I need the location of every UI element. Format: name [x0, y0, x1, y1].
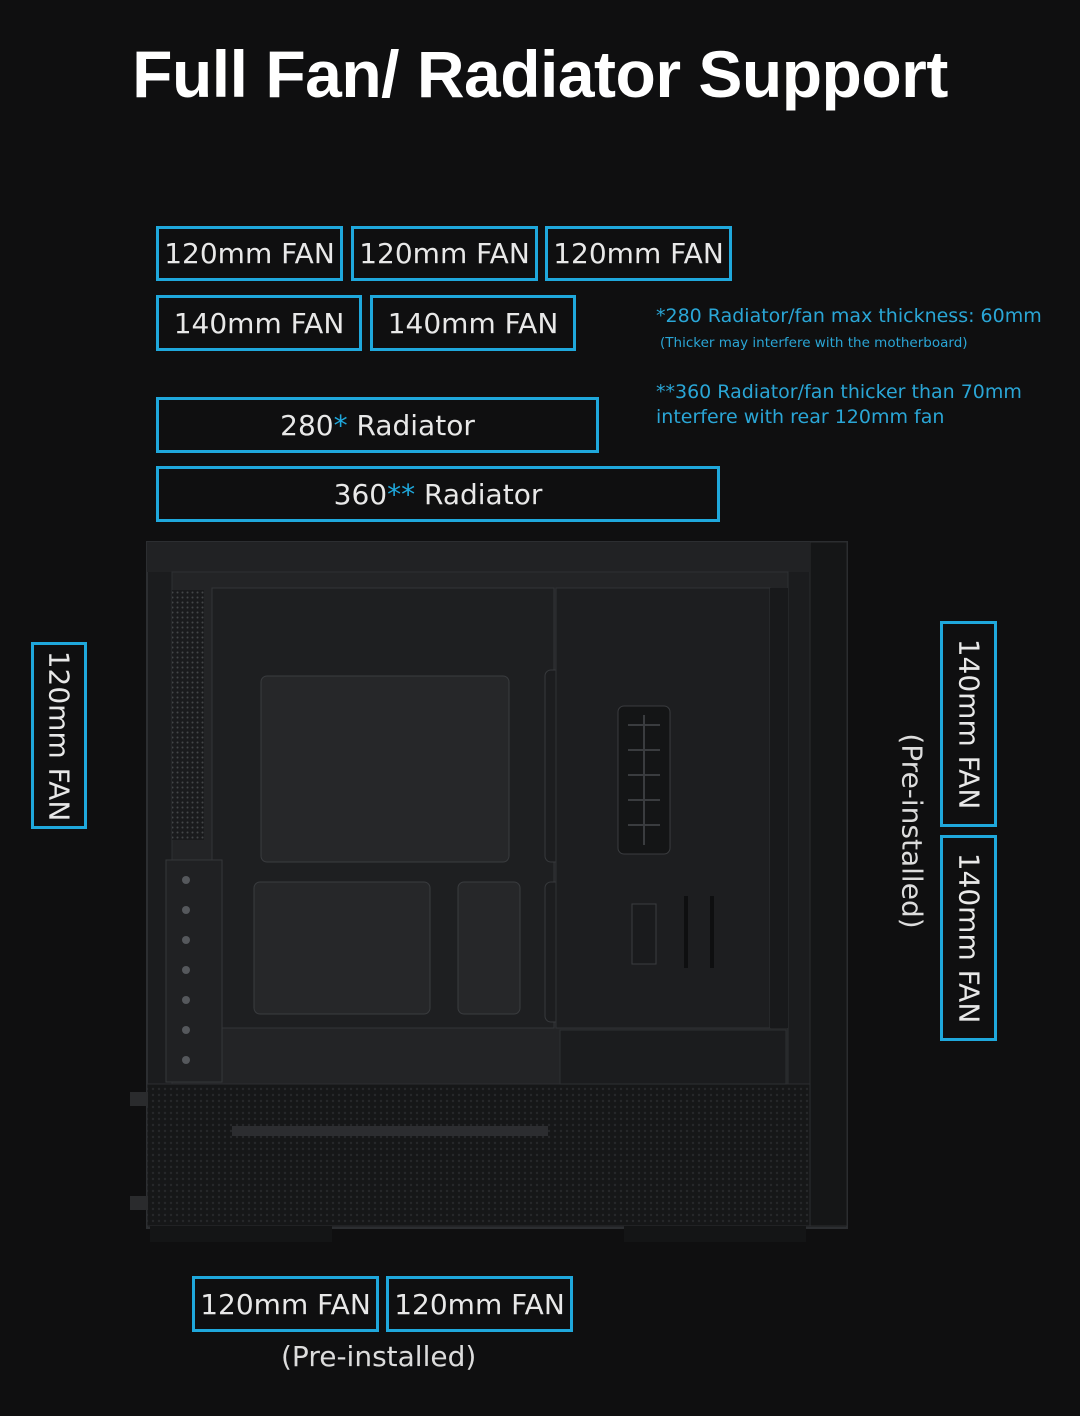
fan-label: 120mm FAN [200, 1287, 371, 1321]
rear-pci-slots [165, 859, 223, 1083]
radiator-360-word: Radiator [424, 477, 543, 511]
front-fan-area [770, 588, 788, 1028]
tray-cutout-2 [253, 881, 431, 1015]
slot-2 [710, 896, 714, 968]
fan-label: 120mm FAN [553, 237, 724, 270]
front-fan-140-1: 140mm FAN [940, 621, 997, 827]
rear-knob-1 [130, 1092, 148, 1106]
top-fan-140-1: 140mm FAN [156, 295, 362, 351]
case-top-rail [147, 542, 810, 572]
radiator-280: 280* Radiator [156, 397, 599, 453]
front-preinstalled-label: (Pre-installed) [895, 733, 929, 929]
case-foot-left [150, 1226, 332, 1242]
bottom-fan-120-2: 120mm FAN [386, 1276, 573, 1332]
fan-label: 120mm FAN [359, 237, 530, 270]
case-front-panel [809, 541, 848, 1227]
fan-label: 120mm FAN [394, 1287, 565, 1321]
note-360-line1: **360 Radiator/fan thicker than 70mm [656, 381, 1022, 403]
top-fan-120-2: 120mm FAN [351, 226, 538, 281]
rear-mesh [172, 590, 204, 840]
fan-label: 140mm FAN [387, 306, 559, 340]
note-280: *280 Radiator/fan max thickness: 60mm [656, 305, 1042, 327]
fan-label: 140mm FAN [952, 852, 985, 1024]
top-fan-140-2: 140mm FAN [370, 295, 576, 351]
radiator-280-num: 280 [280, 408, 334, 442]
slot-1 [684, 896, 688, 968]
rear-knob-2 [130, 1196, 148, 1210]
top-fan-120-3: 120mm FAN [545, 226, 732, 281]
psu-box [559, 1029, 787, 1085]
radiator-280-word: Radiator [356, 408, 475, 442]
note-360-line2: interfere with rear 120mm fan [656, 406, 945, 428]
radiator-360-star: ** [387, 477, 416, 511]
tray-cutout-3 [457, 881, 521, 1015]
tray-cutout-1 [260, 675, 510, 863]
fan-label: 140mm FAN [173, 306, 345, 340]
page-title: Full Fan/ Radiator Support [132, 37, 948, 111]
case-foot-right [624, 1226, 806, 1242]
radiator-360-num: 360 [333, 477, 388, 511]
psu-window [232, 1126, 548, 1136]
note-280-sub: (Thicker may interfere with the motherbo… [660, 335, 968, 351]
rear-fan-120: 120mm FAN [31, 642, 87, 829]
bracket [631, 903, 657, 965]
radiator-360: 360** Radiator [156, 466, 720, 522]
front-fan-140-2: 140mm FAN [940, 835, 997, 1041]
fan-label: 140mm FAN [952, 638, 985, 810]
top-fan-120-1: 120mm FAN [156, 226, 343, 281]
psu-shroud [146, 1083, 811, 1227]
fan-label: 120mm FAN [42, 650, 76, 821]
bottom-preinstalled-label: (Pre-installed) [281, 1340, 477, 1373]
fan-label: 120mm FAN [164, 237, 335, 270]
bottom-fan-120-1: 120mm FAN [192, 1276, 379, 1332]
radiator-280-star: * [333, 408, 348, 442]
